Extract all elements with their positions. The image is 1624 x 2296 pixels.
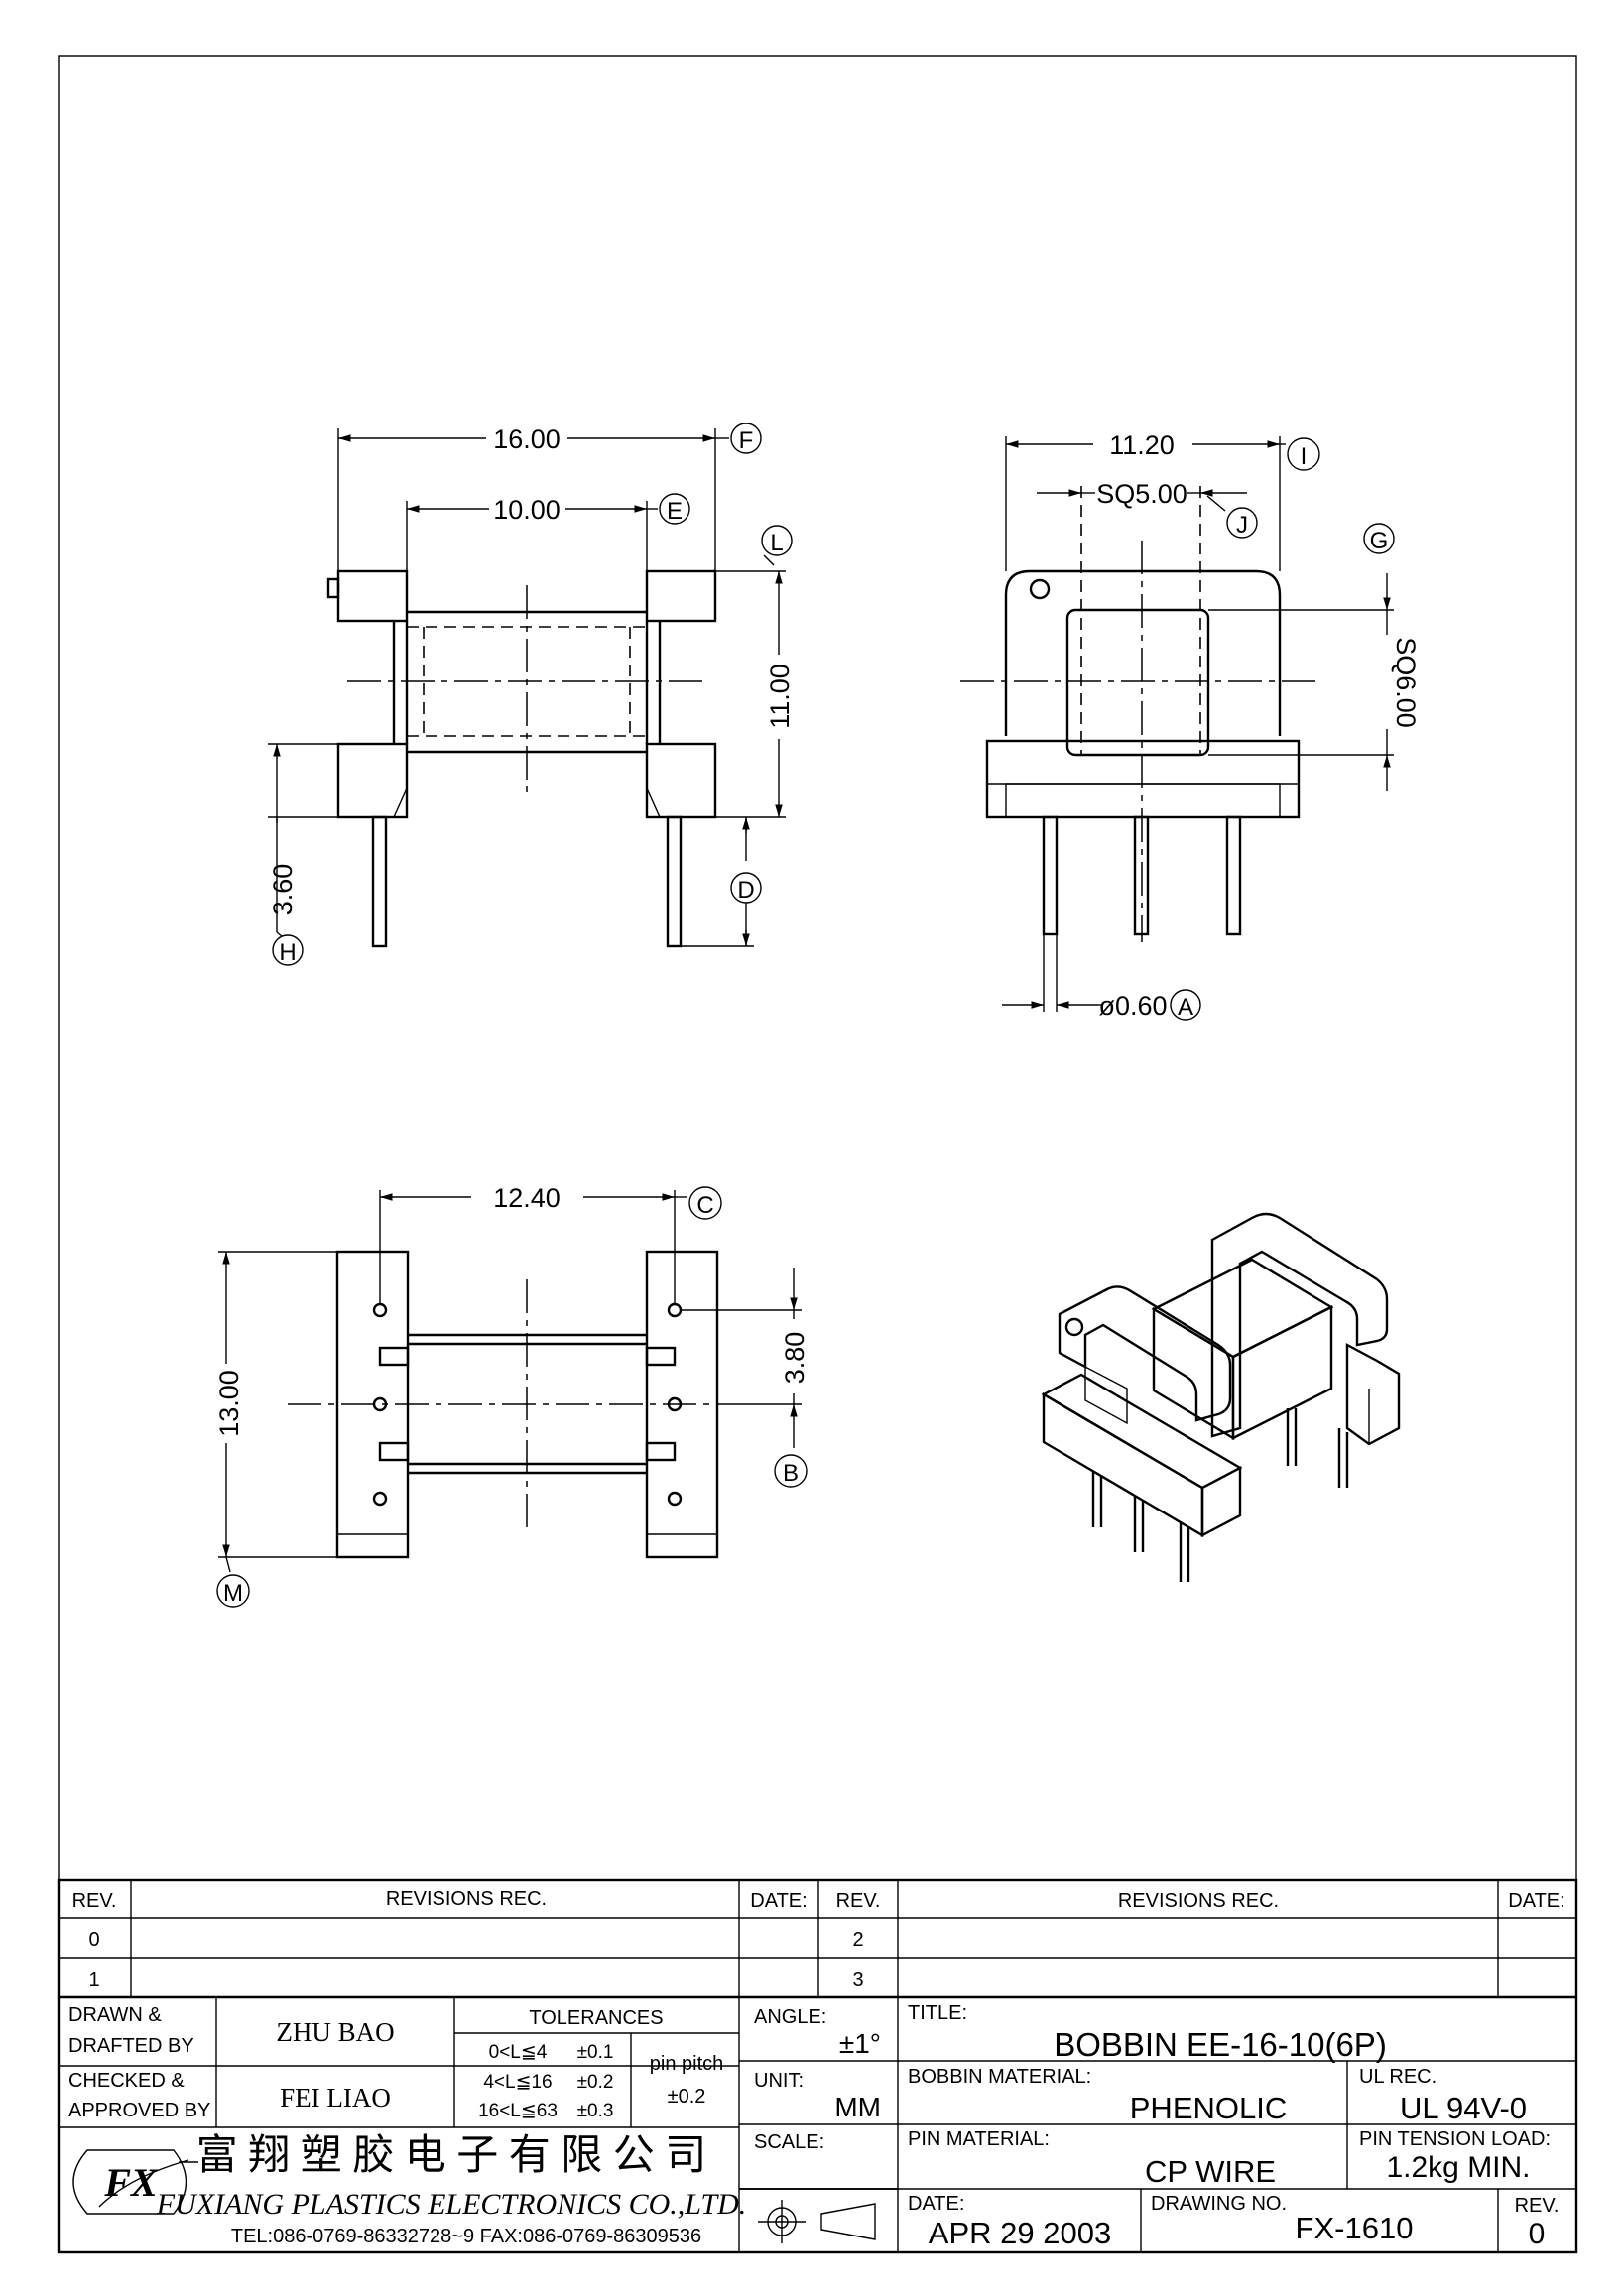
tol-range-2: 4<L≦16	[483, 2072, 552, 2093]
rev-row-3: 3	[852, 1969, 863, 1991]
label-j: J	[1236, 512, 1248, 539]
drawn-by: ZHU BAO	[276, 2017, 394, 2047]
side-core-dim: SQ5.00	[1096, 479, 1187, 509]
rev-row-0: 0	[88, 1929, 99, 1951]
label-g: G	[1370, 528, 1389, 554]
label-e: E	[667, 498, 683, 525]
date-header-right: DATE:	[1508, 1890, 1564, 1912]
revisions-header-right: REVISIONS REC.	[1118, 1890, 1279, 1912]
sheet-border	[58, 55, 1577, 2253]
title-label: TITLE:	[908, 2002, 967, 2024]
tol-range-3: 16<L≦63	[478, 2101, 558, 2121]
drawing-no: FX-1610	[1296, 2211, 1414, 2245]
tol-value-1: ±0.1	[577, 2042, 614, 2063]
label-b: B	[783, 1460, 799, 1487]
label-h: H	[279, 939, 296, 966]
side-view: 11.20 I SQ5.00 J SQ6.00 G ø0.60 A	[960, 430, 1421, 1021]
bobbin-material-label: BOBBIN MATERIAL:	[908, 2066, 1091, 2088]
bottom-pin-row-dim: 12.40	[493, 1183, 561, 1213]
bottom-length-dim: 13.00	[214, 1370, 244, 1437]
pin-pitch-label: pin pitch	[650, 2053, 724, 2075]
bottom-view: 12.40 C 13.00 M 3.80 B	[214, 1183, 810, 1608]
rev-header-left: REV.	[72, 1890, 117, 1912]
logo-text: FX	[103, 2160, 159, 2205]
rev-header-right: REV.	[836, 1890, 881, 1912]
scale-label: SCALE:	[754, 2131, 824, 2153]
tol-range-1: 0<L≦4	[489, 2042, 548, 2063]
tolerances-header: TOLERANCES	[529, 2007, 663, 2029]
date-header-left: DATE:	[750, 1890, 807, 1912]
label-c: C	[696, 1192, 713, 1219]
angle-label: ANGLE:	[754, 2006, 826, 2028]
checked-label-2: APPROVED BY	[68, 2100, 210, 2121]
front-view: 16.00 F 10.00 E 11.00 L 3.60 H D	[268, 423, 795, 966]
label-a: A	[1178, 994, 1193, 1021]
pin-material-label: PIN MATERIAL:	[908, 2128, 1050, 2150]
projection-symbol	[758, 2200, 876, 2243]
company-logo: FX	[72, 2149, 189, 2215]
side-width-dim: 11.20	[1109, 430, 1175, 460]
isometric-view	[1041, 1212, 1401, 1582]
company-contact: TEL:086-0769-86332728~9 FAX:086-0769-863…	[231, 2226, 701, 2247]
company-cn: 富 翔 塑 胶 电 子 有 限 公 司	[196, 2132, 707, 2179]
bottom-pitch-dim: 3.80	[780, 1332, 810, 1385]
ul-rec-label: UL REC.	[1359, 2066, 1437, 2088]
title-value: BOBBIN EE-16-10(6P)	[1054, 2026, 1387, 2063]
unit-label: UNIT:	[754, 2070, 804, 2092]
label-f: F	[739, 427, 754, 454]
pin-pitch-tol: ±0.2	[668, 2086, 706, 2108]
date-value: APR 29 2003	[929, 2216, 1111, 2250]
rev-row-2: 2	[852, 1929, 863, 1951]
ul-rec: UL 94V-0	[1400, 2091, 1527, 2125]
pin-tension-label: PIN TENSION LOAD:	[1359, 2128, 1551, 2150]
front-inner-dim: 10.00	[493, 495, 561, 525]
tol-value-3: ±0.3	[577, 2101, 614, 2121]
front-width-dim: 16.00	[493, 424, 561, 454]
pin-material: CP WIRE	[1145, 2154, 1276, 2189]
rev-value: 0	[1529, 2218, 1546, 2250]
label-l: L	[770, 530, 783, 556]
rev-row-1: 1	[88, 1969, 99, 1991]
checked-label-1: CHECKED &	[68, 2070, 185, 2092]
drawn-label-1: DRAWN &	[68, 2004, 162, 2026]
side-core-v-dim: SQ6.00	[1391, 637, 1421, 728]
drawn-label-2: DRAFTED BY	[68, 2035, 194, 2057]
pin-tension: 1.2kg MIN.	[1386, 2151, 1530, 2184]
company-en: FUXIANG PLASTICS ELECTRONICS CO.,LTD.	[156, 2188, 746, 2221]
angle-value: ±1°	[839, 2028, 881, 2059]
revisions-header-left: REVISIONS REC.	[386, 1888, 547, 1910]
label-i: I	[1301, 443, 1308, 470]
date-label: DATE:	[908, 2193, 964, 2215]
title-block: REV. REVISIONS REC. DATE: REV. REVISIONS…	[57, 1878, 1578, 2254]
label-m: M	[223, 1580, 243, 1607]
front-height-dim: 11.00	[765, 664, 795, 729]
label-d: D	[737, 877, 754, 904]
tol-value-2: ±0.2	[577, 2072, 614, 2093]
front-flange-dim: 3.60	[268, 864, 298, 916]
drawing-no-label: DRAWING NO.	[1151, 2193, 1287, 2215]
unit-value: MM	[834, 2092, 881, 2122]
checked-by: FEI LIAO	[280, 2083, 391, 2113]
bobbin-material: PHENOLIC	[1130, 2091, 1287, 2125]
side-pin-dia-dim: ø0.60	[1098, 991, 1167, 1021]
rev-label: REV.	[1515, 2195, 1560, 2217]
